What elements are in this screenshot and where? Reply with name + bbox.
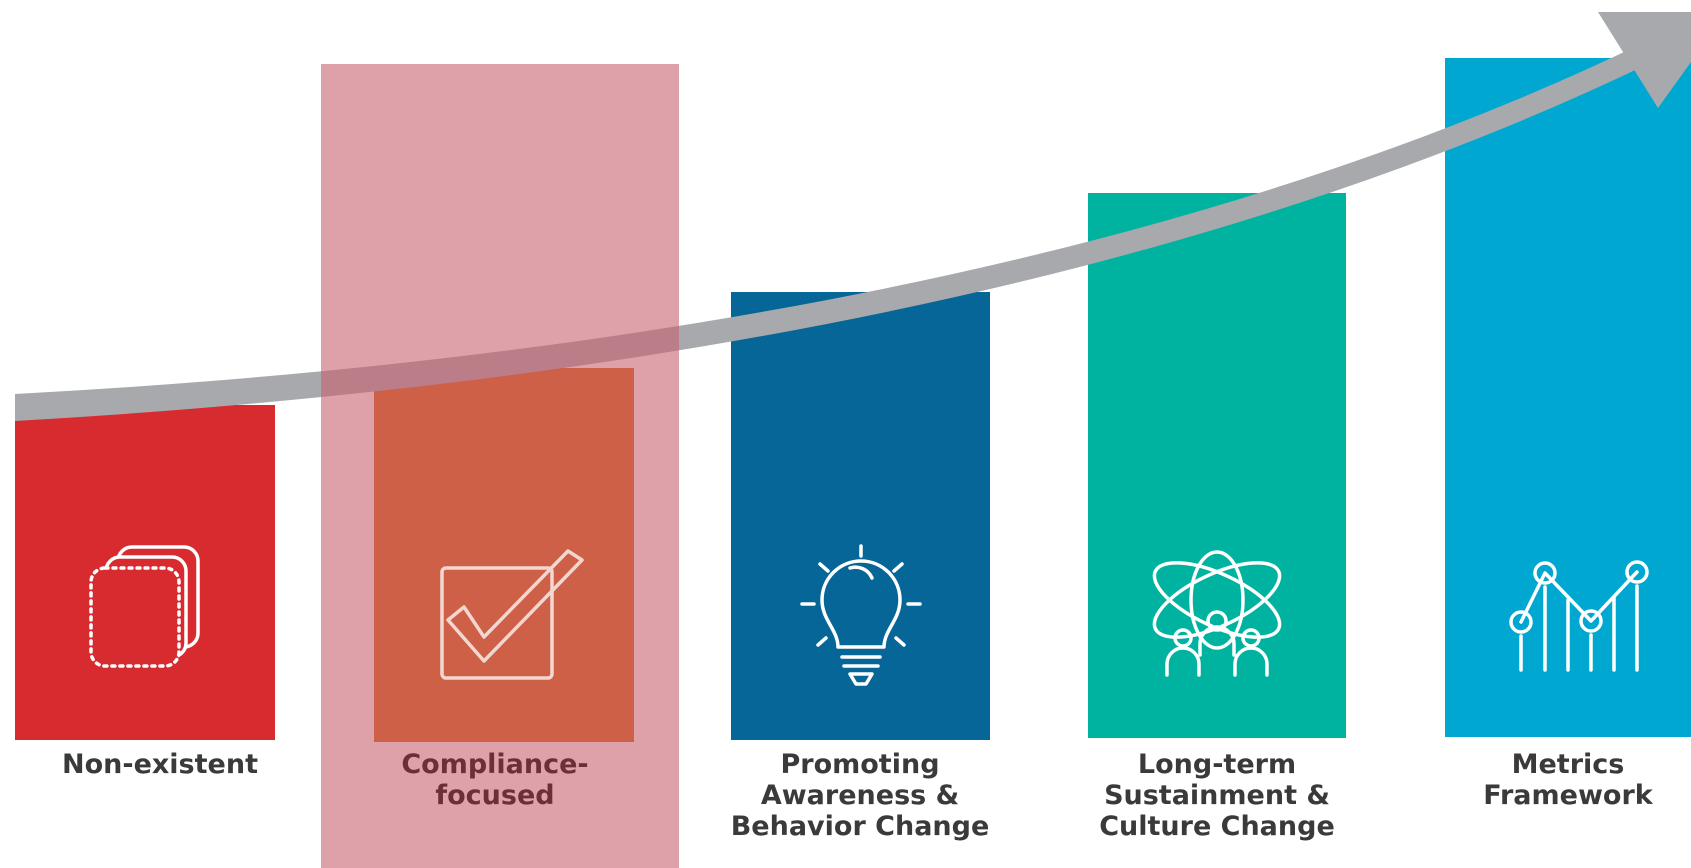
stage-label-metrics-framework: Metrics Framework bbox=[1483, 749, 1653, 811]
lightbulb-icon bbox=[800, 544, 922, 686]
people-orbit-icon bbox=[1152, 550, 1282, 677]
current-stage-highlight bbox=[321, 64, 679, 868]
growth-arrow-head bbox=[1598, 12, 1691, 108]
stage-label-compliance-focused: Compliance- focused bbox=[401, 749, 589, 811]
stacked-squares-icon bbox=[89, 545, 200, 668]
stage-label-promoting-awareness: Promoting Awareness & Behavior Change bbox=[730, 749, 990, 842]
checkbox-check-icon bbox=[440, 549, 584, 680]
stage-label-long-term-sustainment: Long-term Sustainment & Culture Change bbox=[1099, 749, 1335, 842]
growth-arrow bbox=[15, 12, 1691, 421]
line-chart-icon bbox=[1509, 560, 1649, 672]
stage-label-non-existent: Non-existent bbox=[62, 749, 258, 780]
stage-bar-long-term-sustainment bbox=[1088, 193, 1346, 738]
